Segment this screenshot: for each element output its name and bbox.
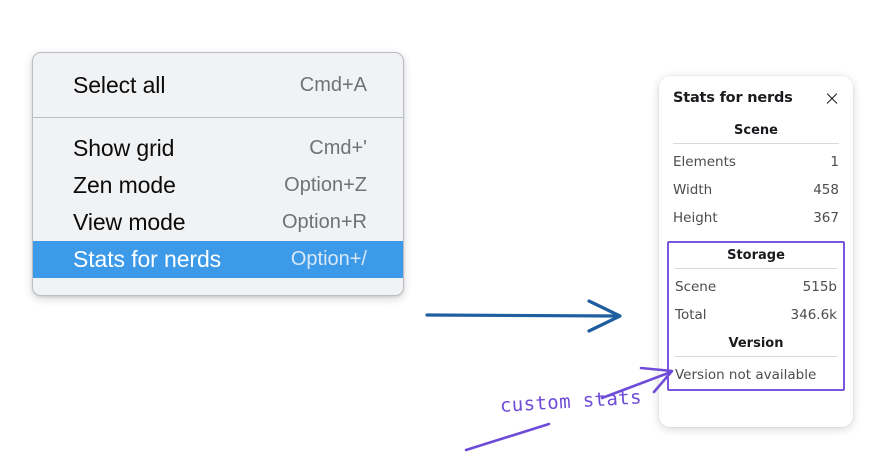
version-section-heading: Version <box>728 336 784 351</box>
stat-key: Width <box>673 182 713 198</box>
stat-row-width: Width 458 <box>671 176 841 204</box>
menu-item-shortcut: Cmd+' <box>309 137 367 159</box>
context-menu: Select all Cmd+A Show grid Cmd+' Zen mod… <box>32 52 404 296</box>
stat-value: 1 <box>830 154 839 170</box>
scene-divider <box>673 143 839 144</box>
stat-value: 458 <box>813 182 839 198</box>
menu-item-label: Select all <box>73 72 166 98</box>
stat-value: 367 <box>813 210 839 226</box>
menu-item-zen-mode[interactable]: Zen mode Option+Z <box>33 167 403 204</box>
custom-stats-annotation-label: custom stats <box>499 386 643 417</box>
menu-item-shortcut: Option+R <box>281 211 367 233</box>
close-icon[interactable] <box>824 90 840 106</box>
blue-arrow-icon <box>425 299 622 333</box>
menu-item-label: Stats for nerds <box>73 246 222 272</box>
menu-item-stats-for-nerds[interactable]: Stats for nerds Option+/ <box>33 241 403 278</box>
menu-item-label: Zen mode <box>73 172 176 198</box>
menu-divider <box>33 117 403 118</box>
stat-row-height: Height 367 <box>671 204 841 232</box>
menu-section-1: Select all Cmd+A <box>33 53 403 117</box>
menu-item-view-mode[interactable]: View mode Option+R <box>33 204 403 241</box>
menu-item-shortcut: Option+Z <box>284 174 367 196</box>
purple-underline-stroke <box>464 422 551 452</box>
stat-key: Elements <box>673 154 736 170</box>
menu-item-select-all[interactable]: Select all Cmd+A <box>33 67 403 104</box>
storage-divider <box>675 268 837 269</box>
stat-row-storage-scene: Scene 515b <box>673 273 839 301</box>
version-divider <box>675 356 837 357</box>
menu-item-shortcut: Option+/ <box>290 248 367 270</box>
stat-value: 515b <box>802 279 837 295</box>
custom-stats-highlight-box: Storage Scene 515b Total 346.6k Version … <box>667 241 845 391</box>
stats-for-nerds-panel: Stats for nerds Scene Elements 1 Width 4… <box>659 76 853 427</box>
stats-panel-header: Stats for nerds <box>671 88 841 106</box>
stat-row-elements: Elements 1 <box>671 148 841 176</box>
stat-key: Total <box>675 307 707 323</box>
stat-row-storage-total: Total 346.6k <box>673 301 839 329</box>
stat-key: Height <box>673 210 718 226</box>
stat-key: Scene <box>675 279 717 295</box>
menu-item-label: Show grid <box>73 135 175 161</box>
version-text: Version not available <box>675 367 817 383</box>
menu-bottom-padding <box>33 278 403 295</box>
stat-value: 346.6k <box>790 307 837 323</box>
menu-item-shortcut: Cmd+A <box>299 74 367 96</box>
menu-item-show-grid[interactable]: Show grid Cmd+' <box>33 130 403 167</box>
scene-section-heading: Scene <box>734 123 778 138</box>
menu-section-2: Show grid Cmd+' Zen mode Option+Z View m… <box>33 118 403 295</box>
menu-item-label: View mode <box>73 209 186 235</box>
stats-panel-title: Stats for nerds <box>673 90 793 106</box>
storage-section-heading: Storage <box>727 248 785 263</box>
